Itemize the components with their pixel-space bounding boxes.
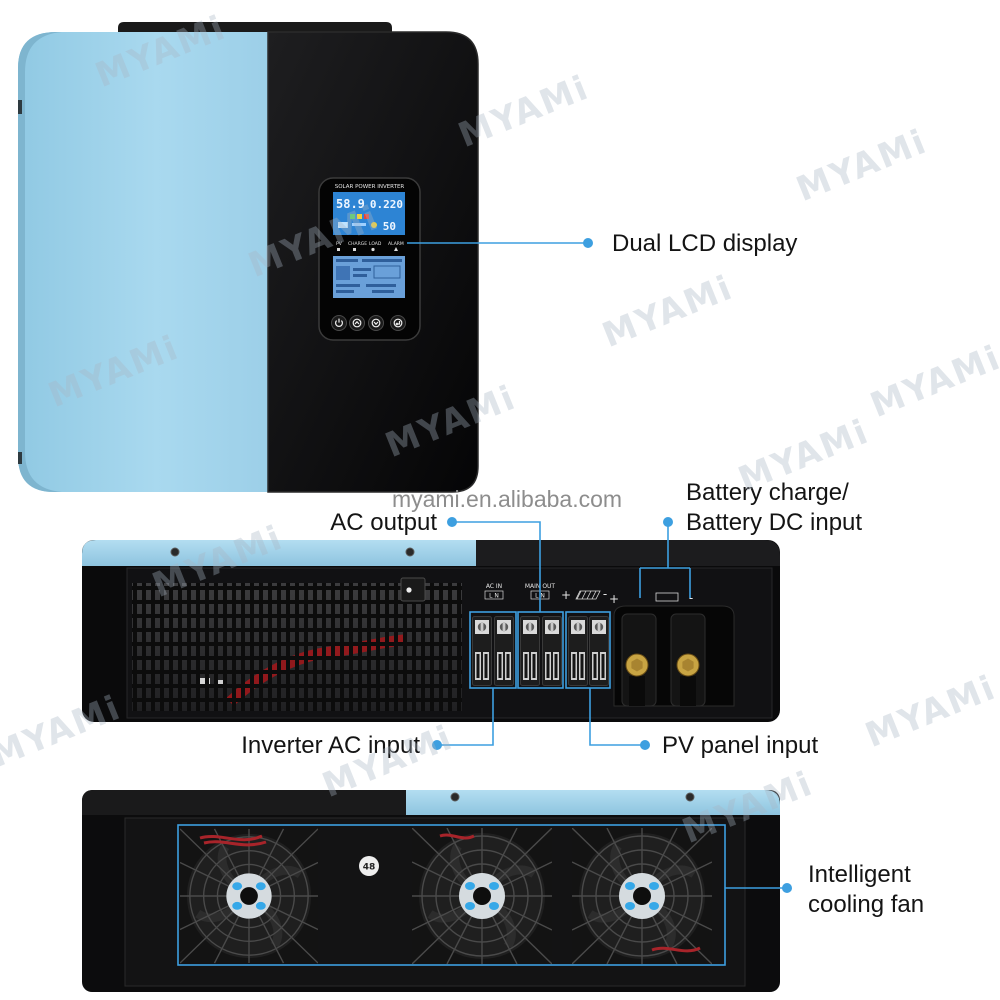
cooling-fan-left [180, 829, 318, 963]
callout-dot [447, 517, 457, 527]
power-switch[interactable] [400, 577, 426, 602]
battery-plus-label: + [609, 592, 619, 606]
indicator-load-led [371, 247, 375, 252]
lcd-screen-secondary [333, 256, 405, 298]
battery-minus-label: - [689, 591, 693, 605]
lcd-status-icons [338, 214, 377, 228]
down-button[interactable] [368, 315, 384, 331]
screw [685, 792, 695, 802]
callout-pv-input: PV panel input [589, 688, 818, 759]
callout-line [589, 688, 645, 746]
highlight-box-fans [177, 824, 726, 966]
front-blue-panel-edge [18, 32, 62, 492]
callout-dot [583, 238, 593, 248]
ac-in-ln-label: L N [489, 593, 499, 600]
label-intelligent: Intelligent [808, 861, 911, 888]
label-cooling-fan: cooling fan [808, 891, 924, 918]
indicator-charge-led [353, 248, 356, 251]
callout-ac-output: AC output [330, 509, 541, 612]
lcd-header-text: SOLAR POWER INVERTER [335, 184, 405, 190]
up-button[interactable] [349, 315, 365, 331]
ventilation-grille [132, 583, 462, 711]
watermark-brand: MYAMi [0, 688, 127, 776]
label-pv-panel-input: PV panel input [662, 732, 818, 759]
callout-battery: Battery charge/ Battery DC input [639, 479, 862, 598]
indicator-alarm-label: ALARM [388, 241, 404, 247]
watermark-brand: MYAMi [865, 338, 1000, 426]
lcd-reading-bottom: 50 [383, 220, 396, 233]
watermark-brand: MYAMi [791, 122, 933, 210]
fan-view-top-black [82, 790, 406, 815]
callout-dot [640, 740, 650, 750]
up-arrow-icon [352, 318, 362, 328]
lcd-reading-left: 58.9 [336, 197, 365, 211]
enter-icon [393, 318, 403, 328]
side-connector [18, 100, 22, 114]
label-inverter-ac-input: Inverter AC input [241, 732, 420, 759]
watermark-brand: MYAMi [597, 268, 739, 356]
indicator-charge-label: CHARGE [348, 241, 367, 247]
inverter-front-view: SOLAR POWER INVERTER 58.9 0.220 50 PV CH… [18, 22, 479, 493]
label-battery-charge: Battery charge/ [686, 479, 849, 506]
enter-button[interactable] [390, 315, 406, 331]
callout-line [639, 522, 691, 598]
power-icon [335, 318, 343, 327]
cooling-fan-middle [412, 828, 552, 964]
battery-terminals [613, 605, 735, 707]
callout-dot [663, 517, 673, 527]
fan-badge-text: 48 [363, 863, 376, 873]
inverter-bottom-view: AC IN L N MAIN OUT L N + - + - [82, 540, 780, 722]
indicator-pv-led [337, 248, 340, 251]
lcd-indicator-row: PV CHARGE LOAD ALARM [336, 241, 404, 252]
bottom-view-top-black [476, 540, 780, 566]
label-ac-output: AC output [330, 509, 437, 536]
indicator-load-label: LOAD [369, 241, 382, 247]
lcd-control-panel: SOLAR POWER INVERTER 58.9 0.220 50 PV CH… [318, 177, 421, 341]
battery-icon [655, 592, 679, 602]
lcd-reading-right: 0.220 [370, 198, 403, 211]
pv-panel-icon [575, 590, 601, 600]
inverter-fan-side-view: 48 [82, 790, 780, 992]
callout-dot [432, 740, 442, 750]
fan-count-badge: 48 [359, 856, 379, 876]
watermark-url: myami.en.alibaba.com [392, 486, 622, 512]
bottom-view-blue-strip [82, 540, 476, 566]
watermark-brand: MYAMi [860, 668, 1000, 756]
pv-minus-label: - [603, 587, 607, 601]
callout-line [452, 521, 541, 612]
down-arrow-icon [371, 318, 381, 328]
screw [405, 547, 415, 557]
label-battery-dc-input: Battery DC input [686, 509, 862, 536]
callout-inverter-ac-input: Inverter AC input [241, 688, 494, 759]
side-connector [18, 452, 22, 464]
fan-red-wires [199, 833, 701, 953]
front-blue-panel [18, 32, 270, 492]
indicator-pv-label: PV [336, 241, 343, 247]
power-button[interactable] [331, 315, 347, 331]
screw [170, 547, 180, 557]
callout-dot [782, 883, 792, 893]
highlight-box-pv [565, 611, 611, 689]
callout-cooling-fan: Intelligent cooling fan [725, 861, 924, 918]
ac-in-label: AC IN [486, 583, 502, 590]
pv-plus-label: + [561, 588, 571, 602]
callout-lcd: Dual LCD display [407, 230, 797, 257]
indicator-alarm-icon [394, 247, 398, 251]
label-dual-lcd-display: Dual LCD display [612, 230, 797, 257]
screw [450, 792, 460, 802]
callout-line [437, 688, 494, 746]
